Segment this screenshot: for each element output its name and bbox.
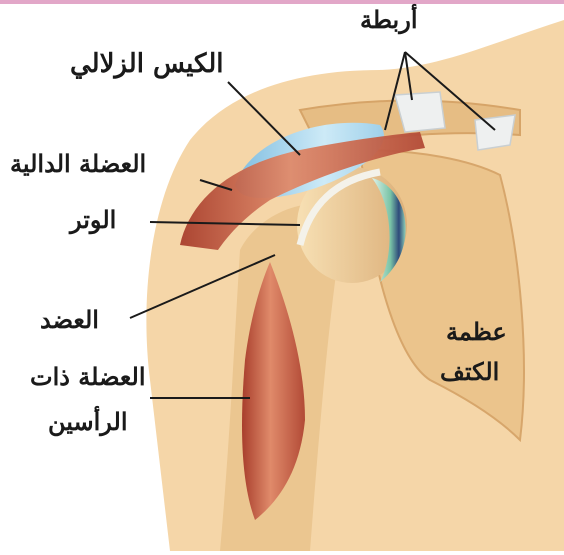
top-border-strip xyxy=(0,0,564,4)
label-biceps-line1: العضلة ذات xyxy=(30,363,146,391)
label-tendon: الوتر xyxy=(70,206,116,234)
label-scapula-line2: الكتف xyxy=(440,358,499,386)
label-bursa: الكيس الزلالي xyxy=(70,50,223,80)
label-scapula-line1: عظمة xyxy=(446,318,507,346)
ligament-band-2 xyxy=(475,115,515,150)
label-biceps-line2: الرأسين xyxy=(48,408,128,436)
label-deltoid: العضلة الدالية xyxy=(10,150,146,178)
label-ligaments: أربطة xyxy=(360,6,418,34)
label-humerus: العضد xyxy=(40,306,99,334)
